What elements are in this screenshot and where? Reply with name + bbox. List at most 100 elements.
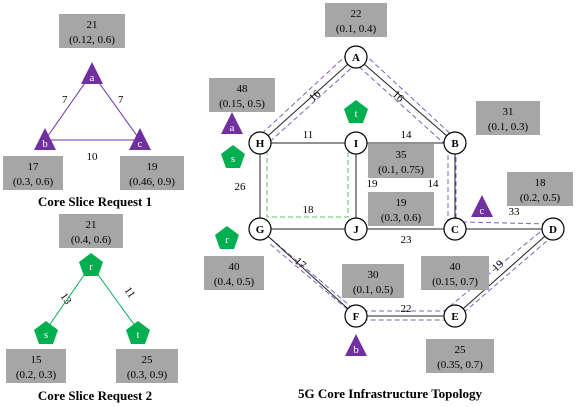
node-t-params: (0.3, 0.9): [127, 369, 168, 381]
node-a-attributes: [59, 14, 125, 48]
edge-F-E-weight: 22: [401, 303, 412, 315]
node-G-attributes: [204, 256, 264, 290]
node-a-params: (0.12, 0.6): [69, 34, 115, 46]
core-slice-request-1: 21 (0.12, 0.6) 7 7 10 a b c 17 (0.3, 0.6…: [3, 14, 184, 209]
edge-E-D: [454, 228, 554, 317]
mapped-path-request-2: [266, 150, 349, 218]
edge-G-F: [259, 228, 357, 317]
node-J: [344, 217, 368, 241]
mapped-r-label: r: [225, 234, 229, 246]
node-t-attributes: [116, 349, 178, 383]
node-b-triangle: [34, 128, 56, 150]
edge-G-F-weight: 17: [292, 255, 309, 272]
node-r-label: r: [89, 261, 93, 273]
node-C-params: (0.15, 0.7): [432, 276, 478, 288]
mapped-path-c-d-e-f: [269, 221, 549, 321]
node-G-capacity: 40: [229, 261, 241, 273]
node-c-params: (0.46, 0.9): [129, 176, 175, 188]
node-s-params: (0.2, 0.3): [16, 369, 57, 381]
request-2-title: Core Slice Request 2: [38, 388, 152, 403]
request-1-title: Core Slice Request 1: [38, 194, 152, 209]
node-s-attributes: [6, 349, 66, 383]
node-G-label: G: [256, 224, 265, 236]
node-A-label: A: [352, 52, 360, 64]
edge-H-I-weight: 11: [303, 129, 314, 141]
mapped-c-label: c: [480, 205, 485, 217]
node-r-pentagon: [79, 253, 103, 276]
node-B-capacity: 31: [503, 106, 514, 118]
mapped-b-label: b: [353, 344, 359, 356]
node-H-params: (0.15, 0.5): [219, 98, 265, 110]
node-E-attributes: [426, 339, 494, 373]
mapped-s-pentagon: [221, 145, 245, 168]
edge-C-D-weight: 33: [509, 206, 521, 218]
node-H-attributes: [209, 78, 275, 112]
edge-A-B: [355, 56, 456, 144]
node-r-params: (0.4, 0.6): [71, 234, 112, 246]
node-J-capacity: 19: [396, 197, 408, 209]
node-J-params: (0.3, 0.6): [381, 212, 422, 224]
node-b-attributes: [3, 156, 63, 190]
node-D-attributes: [507, 172, 573, 206]
node-s-capacity: 15: [31, 354, 43, 366]
mapped-b-triangle: [345, 334, 367, 356]
edge-H-G-weight: 26: [235, 181, 247, 193]
mapped-path-inner-bottom: [269, 231, 541, 312]
edge-A-B-weight: 16: [390, 88, 407, 105]
node-H-capacity: 48: [237, 83, 249, 95]
node-F-params: (0.1, 0.5): [353, 284, 394, 296]
edge-H-A: [259, 56, 357, 144]
node-B-params: (0.1, 0.3): [488, 121, 529, 133]
edge-r-t-weight: 11: [122, 285, 138, 301]
edge-B-C-weight: 14: [428, 178, 440, 190]
node-B-attributes: [476, 101, 540, 135]
node-a-triangle: [81, 62, 103, 84]
node-b-capacity: 17: [28, 161, 40, 173]
mapped-t-pentagon: [344, 100, 368, 123]
mapped-r-pentagon: [215, 226, 239, 249]
edge-a-c-weight: 7: [118, 94, 124, 106]
edge-a-b-weight: 7: [62, 94, 68, 106]
node-c-capacity: 19: [147, 161, 159, 173]
edge-I-B-weight: 14: [401, 129, 413, 141]
mapped-t-label: t: [354, 108, 357, 120]
node-F-capacity: 30: [368, 269, 380, 281]
node-s-label: s: [44, 329, 48, 341]
node-C-capacity: 40: [450, 261, 462, 273]
node-b-params: (0.3, 0.6): [13, 176, 54, 188]
edge-G-J-weight: 18: [303, 204, 315, 216]
node-C: [443, 217, 467, 241]
node-A-capacity: 22: [351, 8, 362, 20]
node-A-attributes: [325, 3, 387, 37]
node-G: [248, 217, 272, 241]
node-I-capacity: 35: [396, 149, 408, 161]
node-D-params: (0.2, 0.5): [520, 192, 561, 204]
edge-r-t: [90, 264, 139, 331]
node-A: [344, 45, 368, 69]
mapped-c-triangle: [471, 195, 493, 217]
node-D: [541, 217, 565, 241]
node-I-label: I: [354, 138, 358, 150]
node-a-capacity: 21: [87, 19, 98, 31]
edge-a-b: [44, 72, 93, 141]
edge-b-c-weight: 10: [87, 151, 99, 163]
node-r-capacity: 21: [86, 219, 97, 231]
node-B: [443, 131, 467, 155]
node-b-label: b: [42, 138, 48, 150]
node-t-label: t: [136, 329, 139, 341]
node-I-params: (0.1, 0.75): [378, 164, 424, 176]
node-I: [344, 131, 368, 155]
edge-I-J-weight: 19: [367, 178, 379, 190]
node-F: [344, 304, 368, 328]
node-C-attributes: [421, 256, 489, 290]
edge-a-c: [91, 72, 141, 141]
core-slice-request-2: 21 (0.4, 0.6) 13 11 r s t 15 (0.2, 0.3) …: [6, 214, 178, 403]
topology-title: 5G Core Infrastructure Topology: [298, 386, 483, 401]
node-H: [248, 131, 272, 155]
node-B-label: B: [451, 138, 459, 150]
node-c-triangle: [129, 128, 151, 150]
mapped-a-label: a: [230, 122, 235, 134]
node-D-label: D: [549, 224, 557, 236]
infrastructure-topology: 16 16 11 14 26 19 14 18 23 33 17 22 19 A…: [204, 3, 573, 401]
